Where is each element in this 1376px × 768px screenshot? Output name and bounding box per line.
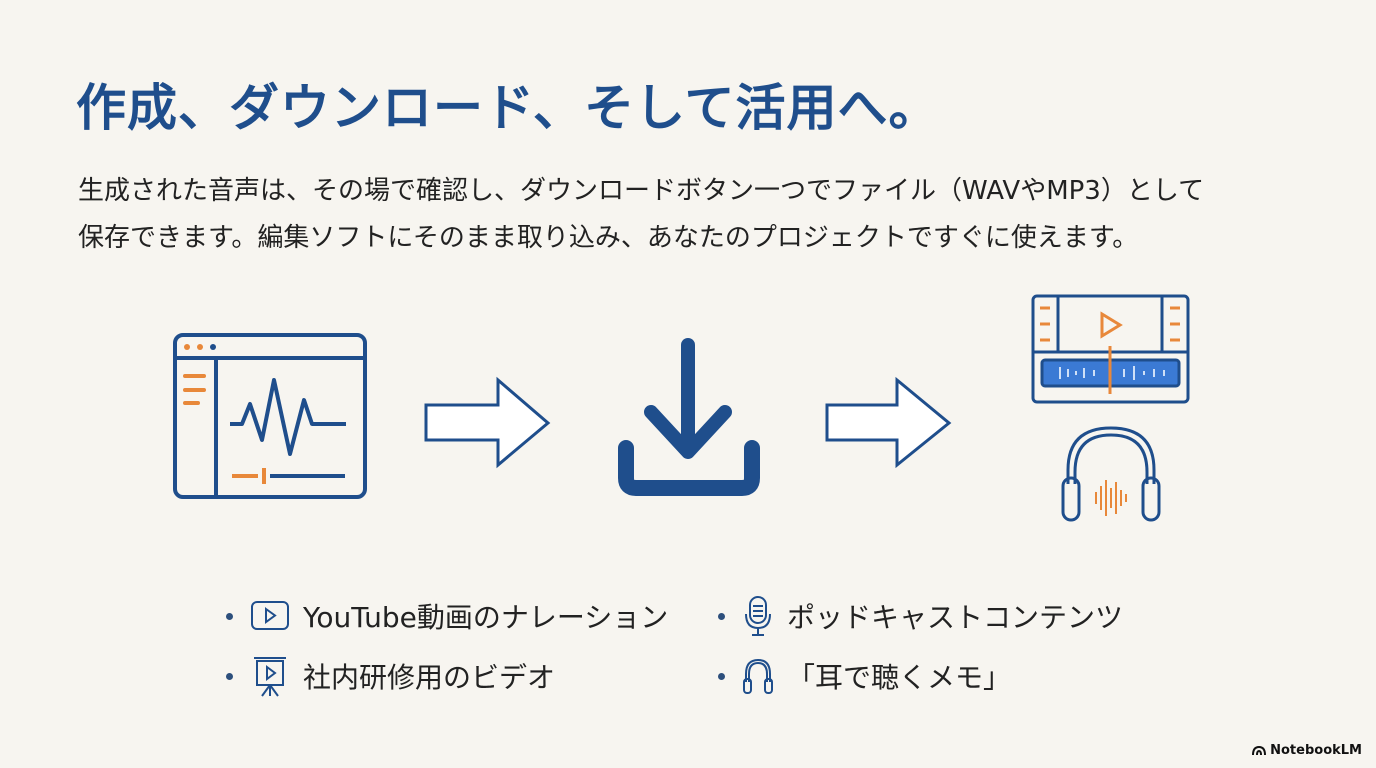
use-case-label: ポッドキャストコンテンツ — [787, 601, 1124, 634]
arrow-right-icon — [825, 376, 952, 469]
download-icon — [618, 338, 760, 496]
presentation-icon — [254, 657, 286, 697]
video-play-icon — [251, 601, 289, 630]
use-case-label: 「耳で聴くメモ」 — [787, 661, 1012, 694]
headphones-icon — [1061, 426, 1161, 522]
page-title: 作成、ダウンロード、そして活用へ。 — [76, 79, 940, 137]
bullet — [226, 672, 233, 680]
use-case-item: 社内研修用のビデオ — [226, 654, 555, 698]
arrow-right-icon — [424, 376, 551, 469]
notebooklm-logo-icon — [1252, 745, 1267, 755]
headphones-icon — [743, 658, 773, 694]
microphone-icon — [745, 596, 771, 636]
brand-name: NotebookLM — [1270, 743, 1362, 758]
use-case-item: YouTube動画のナレーション — [226, 596, 668, 636]
use-case-label: YouTube動画のナレーション — [303, 601, 669, 634]
bullet — [718, 672, 725, 680]
video-timeline-icon — [1031, 294, 1190, 404]
bullet — [226, 612, 233, 620]
description-line: 保存できます。編集ソフトにそのまま取り込み、あなたのプロジェクトですぐに使えます… — [78, 223, 1139, 253]
brand-logo: NotebookLM — [1252, 743, 1362, 758]
description: 生成された音声は、その場で確認し、ダウンロードボタン一つでファイル（WAVやMP… — [78, 168, 1318, 262]
use-case-label: 社内研修用のビデオ — [303, 661, 556, 694]
description-line: 生成された音声は、その場で確認し、ダウンロードボタン一つでファイル（WAVやMP… — [78, 176, 1205, 206]
audio-editor-icon — [173, 333, 367, 499]
use-case-item: ポッドキャストコンテンツ — [718, 594, 1123, 638]
bullet — [718, 612, 725, 620]
workflow-diagram — [173, 294, 1190, 522]
use-case-item: 「耳で聴くメモ」 — [718, 656, 1011, 696]
